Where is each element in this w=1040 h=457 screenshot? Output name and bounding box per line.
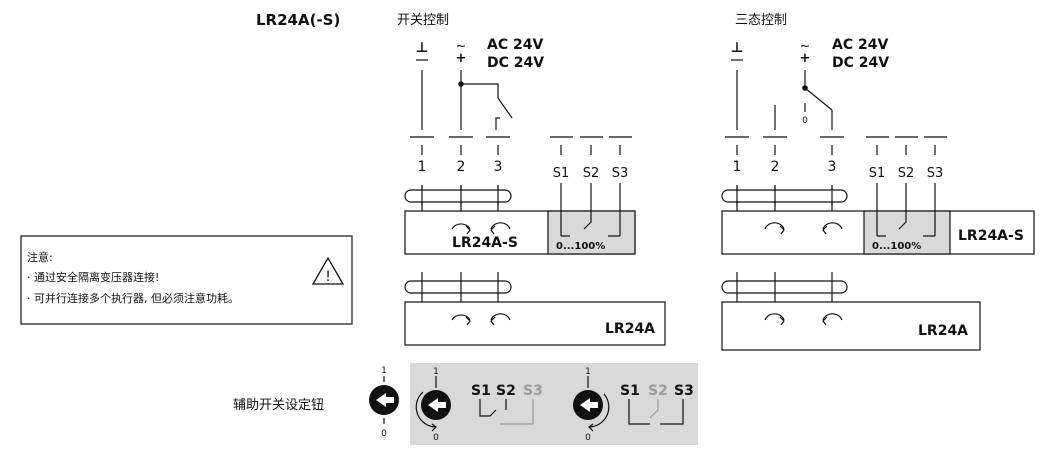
ground-symbol: ⊥	[416, 40, 429, 56]
terminal-s3-b: S3	[927, 166, 944, 181]
aux-b-s3: S3	[674, 383, 694, 399]
aux-switch-label: 辅助开关设定钮	[233, 398, 324, 413]
terminal-1-b: 1	[733, 159, 742, 175]
model-label: LR24A(-S)	[256, 11, 340, 29]
aux-b-s1: S1	[620, 383, 640, 399]
range-label-b: 0...100%	[872, 241, 921, 252]
aux-setting-b: 1 0 S1 S2 S3	[573, 367, 694, 443]
svg-text:1: 1	[585, 367, 591, 377]
note-item-2: · 可并行连接多个执行器, 但必须注意功耗。	[27, 291, 239, 305]
lr24a-label: LR24A	[605, 321, 655, 337]
warning-icon: !	[311, 256, 345, 285]
terminal-1: 1	[418, 159, 427, 175]
aux-switch-section: 辅助开关设定钮 1 0 1 0 S1 S2 S3	[233, 363, 698, 445]
svg-text:1: 1	[381, 366, 387, 376]
aux-a-s1: S1	[471, 383, 491, 399]
lr24a-box-b	[721, 301, 981, 351]
lr24a-label-b: LR24A	[918, 323, 968, 339]
note-box: 注意: · 通过安全隔离变压器连接! · 可并行连接多个执行器, 但必须注意功耗…	[20, 235, 353, 325]
ground-symbol-2: ⊥	[731, 40, 744, 56]
aux-settings-panel	[410, 363, 698, 445]
terminal-s1-b: S1	[869, 166, 886, 181]
switch-zero: 0	[802, 116, 808, 126]
svg-text:0: 0	[381, 429, 387, 439]
aux-setting-a: 1 0 S1 S2 S3	[415, 367, 543, 443]
cable-bundle-2	[404, 280, 512, 294]
svg-text:0: 0	[585, 433, 591, 443]
ac-symbol: ~	[456, 39, 467, 54]
lr24a-s-label: LR24A-S	[452, 235, 518, 251]
terminal-3: 3	[494, 159, 503, 175]
lr24a-s-label-b: LR24A-S	[958, 228, 1024, 244]
dc-label-2: DC 24V	[832, 55, 889, 71]
cable-bundle-3	[721, 189, 848, 203]
dc-symbol: +	[456, 51, 467, 66]
aux-range-panel-b	[863, 210, 951, 255]
ac-label-2: AC 24V	[832, 37, 888, 53]
terminal-s3: S3	[612, 166, 629, 181]
lr24a-box	[404, 301, 666, 346]
range-label: 0...100%	[556, 241, 605, 252]
onoff-title: 开关控制	[397, 13, 449, 28]
terminal-s2-b: S2	[898, 166, 915, 181]
terminal-2-b: 2	[771, 159, 780, 175]
ac-label: AC 24V	[487, 37, 543, 53]
aux-a-s3: S3	[523, 383, 543, 399]
ac-symbol-2: ~	[800, 39, 811, 54]
aux-b-s2: S2	[648, 383, 668, 399]
terminal-s1: S1	[553, 166, 570, 181]
terminal-2: 2	[457, 159, 466, 175]
dc-label: DC 24V	[487, 55, 544, 71]
aux-switch-knob: 1 0	[369, 366, 399, 439]
threepoint-title: 三态控制	[735, 13, 787, 28]
threepoint-section: 三态控制 ⊥ ~ + AC 24V DC 24V 0 1 2 3 S1 S2 S…	[721, 13, 1035, 351]
terminal-3-b: 3	[828, 159, 837, 175]
dc-symbol-2: +	[800, 51, 811, 66]
svg-text:0: 0	[433, 433, 439, 443]
svg-text:1: 1	[433, 367, 439, 377]
cable-bundle-4	[721, 280, 848, 294]
svg-text:!: !	[325, 269, 331, 285]
note-item-1: · 通过安全隔离变压器连接!	[27, 270, 159, 284]
terminal-s2: S2	[583, 166, 600, 181]
note-title: 注意:	[27, 250, 53, 264]
cable-bundle-1	[404, 189, 512, 203]
onoff-section: 开关控制 ⊥ ~ + AC 24V DC 24V 1 2 3 S1 S2 S3	[397, 13, 666, 346]
aux-a-s2: S2	[496, 383, 516, 399]
